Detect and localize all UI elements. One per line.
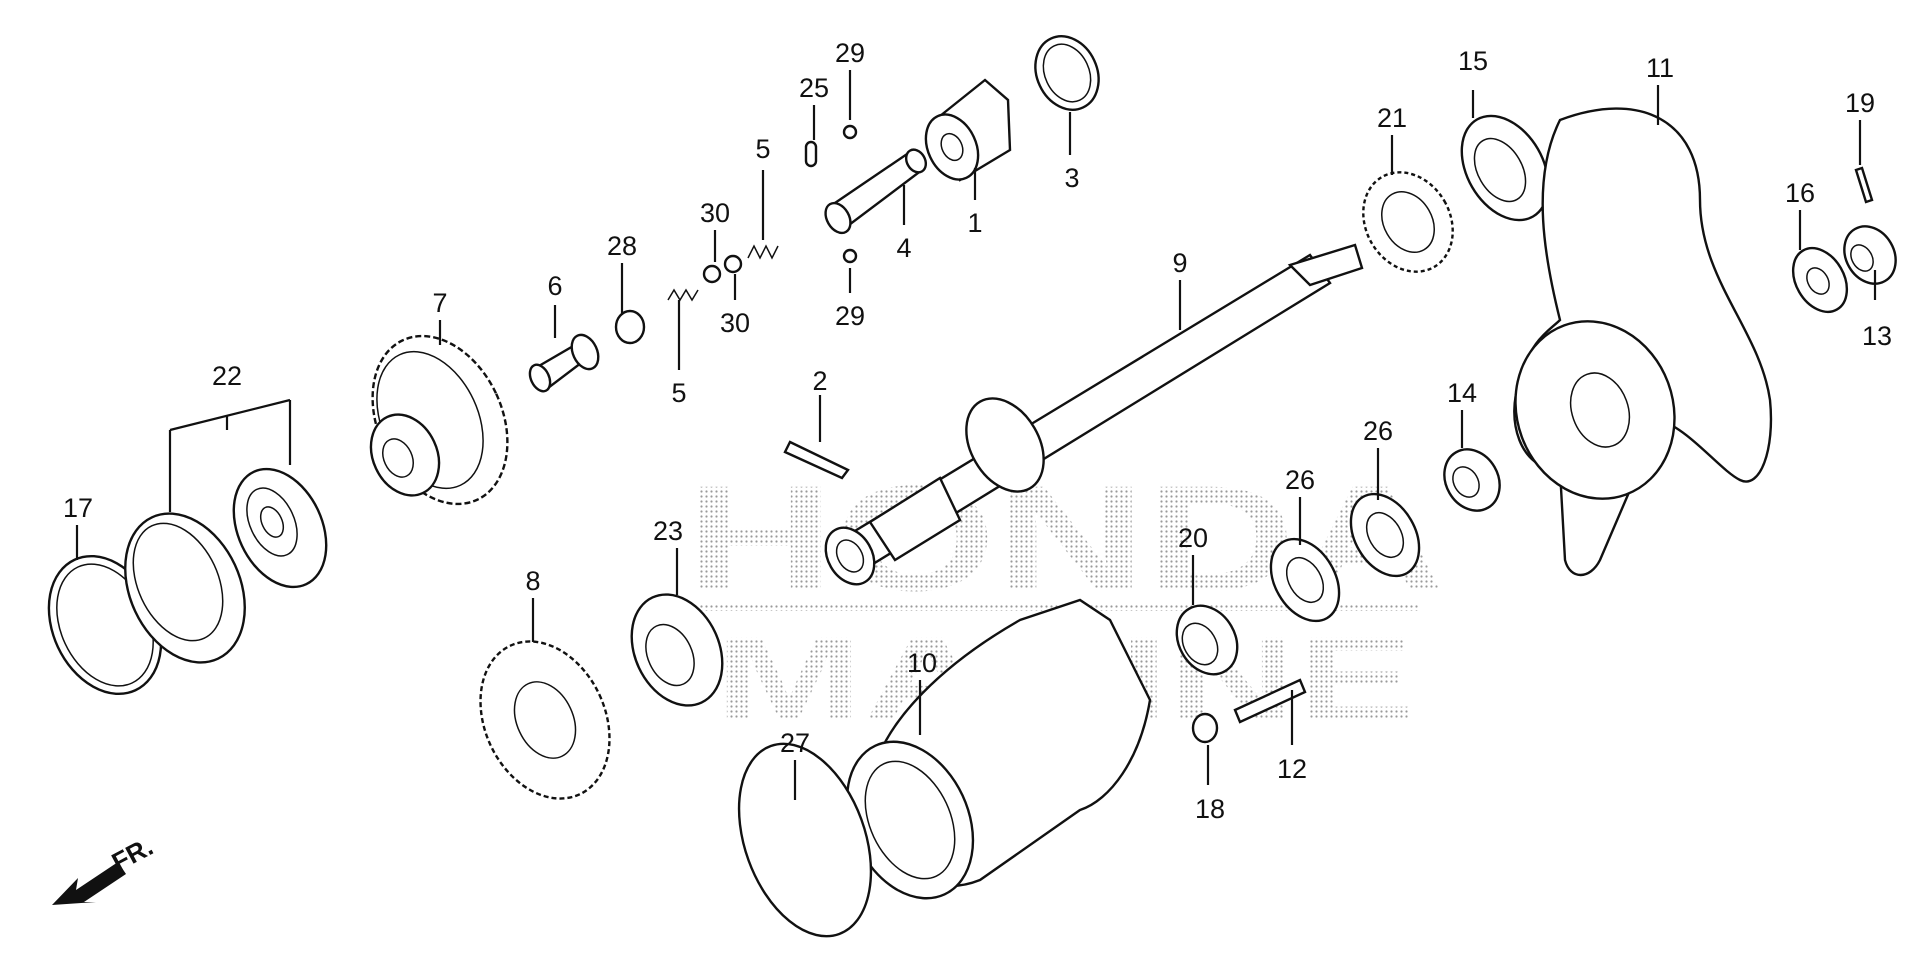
part-26-oil-seal-lower bbox=[1269, 537, 1341, 623]
part-2-pin bbox=[783, 440, 850, 480]
part-5-spring-lower bbox=[667, 288, 699, 302]
callout-30-lower: 30 bbox=[720, 308, 750, 338]
callout-29-lower: 29 bbox=[835, 301, 865, 331]
part-27-o-ring bbox=[737, 742, 873, 938]
callout-19: 19 bbox=[1845, 88, 1875, 118]
callout-13: 13 bbox=[1862, 321, 1892, 351]
part-11-propeller bbox=[1513, 107, 1773, 577]
callout-17: 17 bbox=[63, 493, 93, 523]
callout-1: 1 bbox=[967, 208, 982, 238]
part-12-bolt bbox=[1233, 678, 1307, 724]
callout-26-lower: 26 bbox=[1285, 465, 1315, 495]
part-4-shaft bbox=[824, 148, 928, 235]
part-1-clutch bbox=[924, 78, 1012, 182]
callout-12: 12 bbox=[1277, 754, 1307, 784]
callout-22: 22 bbox=[212, 361, 242, 391]
part-14-bushing bbox=[1443, 448, 1501, 512]
callout-29-upper: 29 bbox=[835, 38, 865, 68]
callout-3: 3 bbox=[1064, 163, 1079, 193]
part-26-oil-seal-upper bbox=[1349, 492, 1421, 578]
part-18-washer bbox=[1191, 712, 1219, 744]
callout-20: 20 bbox=[1178, 523, 1208, 553]
callout-9: 9 bbox=[1172, 248, 1187, 278]
part-22-bearing-set bbox=[124, 467, 328, 664]
callout-14: 14 bbox=[1447, 378, 1477, 408]
callout-7: 7 bbox=[432, 288, 447, 318]
forward-arrow-icon bbox=[52, 862, 126, 905]
callout-28: 28 bbox=[607, 231, 637, 261]
callout-25: 25 bbox=[799, 73, 829, 103]
part-6-slider bbox=[528, 333, 600, 393]
part-5-spring-upper bbox=[747, 244, 779, 260]
part-29-ball-lower bbox=[842, 248, 858, 264]
callout-5-lower: 5 bbox=[671, 378, 686, 408]
forward-direction-indicator: FR. bbox=[52, 831, 158, 905]
callout-numbers: 1 2 3 4 5 5 6 7 8 9 10 11 12 13 14 15 16… bbox=[63, 38, 1892, 824]
callout-16: 16 bbox=[1785, 178, 1815, 208]
part-21-thrust-washer bbox=[1362, 171, 1454, 273]
callout-23: 23 bbox=[653, 516, 683, 546]
part-9-propeller-shaft bbox=[824, 243, 1364, 586]
callout-4: 4 bbox=[896, 233, 911, 263]
callout-18: 18 bbox=[1195, 794, 1225, 824]
callout-6: 6 bbox=[547, 271, 562, 301]
leader-lines bbox=[75, 70, 1877, 800]
callout-11: 11 bbox=[1646, 53, 1674, 83]
callout-21: 21 bbox=[1377, 103, 1407, 133]
part-8-gear bbox=[479, 640, 611, 800]
callout-10: 10 bbox=[907, 648, 937, 678]
part-25-pin bbox=[804, 140, 818, 168]
part-30-ball-lower bbox=[702, 264, 722, 284]
part-29-ball-upper bbox=[842, 124, 858, 140]
part-19-cotter-pin bbox=[1854, 166, 1874, 204]
part-16-washer bbox=[1791, 247, 1849, 313]
part-23-ball-bearing bbox=[630, 593, 724, 707]
part-20-needle-bearing bbox=[1175, 604, 1239, 676]
part-28-clip bbox=[614, 309, 646, 345]
part-13-nut bbox=[1843, 225, 1897, 285]
callout-8: 8 bbox=[525, 566, 540, 596]
callout-2: 2 bbox=[812, 366, 827, 396]
part-15-washer bbox=[1460, 114, 1550, 222]
part-7-gear bbox=[369, 334, 509, 506]
callout-30-upper: 30 bbox=[700, 198, 730, 228]
callout-27: 27 bbox=[780, 728, 810, 758]
part-30-ball-upper bbox=[723, 254, 743, 274]
callout-15: 15 bbox=[1458, 46, 1488, 76]
callout-26-upper: 26 bbox=[1363, 416, 1393, 446]
callout-5-upper: 5 bbox=[755, 134, 770, 164]
part-3-ring bbox=[1034, 35, 1100, 111]
